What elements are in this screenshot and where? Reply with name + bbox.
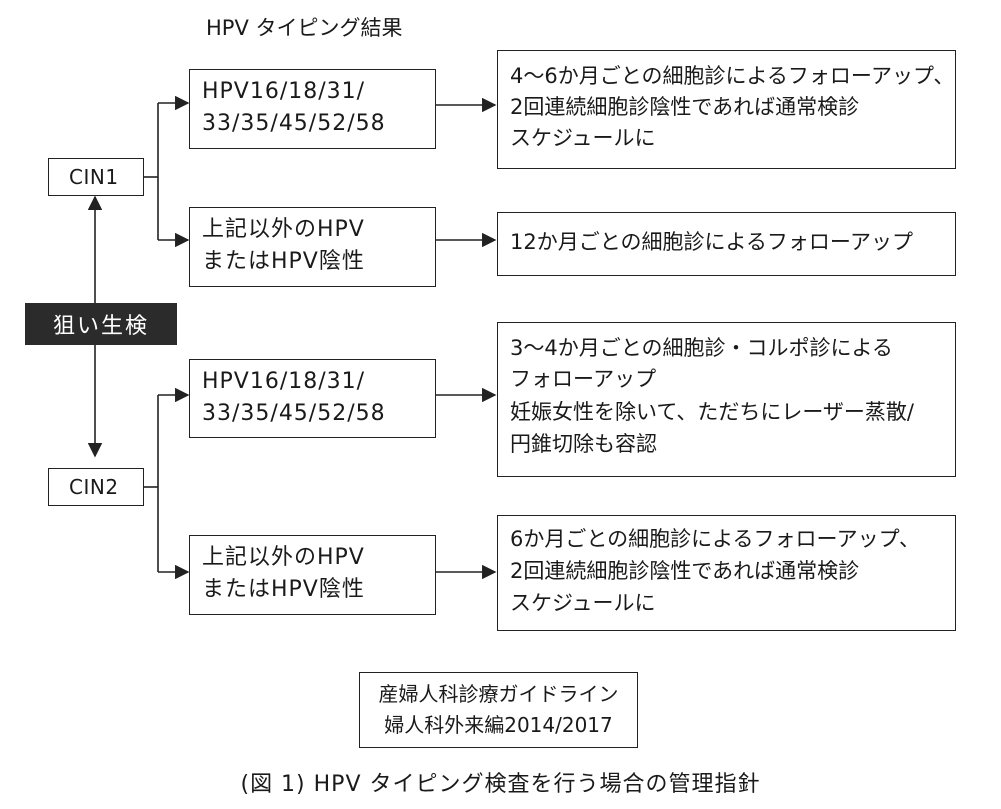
cin2-hpv-other-line1: 上記以外のHPV	[202, 545, 365, 570]
cin2-hpv-other-box: 上記以外のHPV またはHPV陰性	[189, 535, 436, 615]
cin1-hpv-other-line1: 上記以外のHPV	[202, 217, 365, 242]
cin2-hpv-high-risk-box: HPV16/18/31/ 33/35/45/52/58	[189, 359, 436, 438]
typing-result-header: HPV タイピング結果	[206, 16, 403, 40]
cin2-high-result-box: 3〜4か月ごとの細胞診・コルポ診による フォローアップ 妊娠女性を除いて、ただち…	[497, 322, 956, 477]
cin2-hpv-high-line2: 33/35/45/52/58	[202, 401, 386, 426]
cin1-hpv-high-line2: 33/35/45/52/58	[202, 111, 386, 136]
cin1-high-result-box: 4〜6か月ごとの細胞診によるフォローアップ、 2回連続細胞診陰性であれば通常検診…	[497, 50, 956, 169]
source-line1: 産婦人科診療ガイドライン	[378, 682, 619, 706]
biopsy-label: 狙い生検	[25, 303, 177, 345]
cin2-other-result-line2: 2回連続細胞診陰性であれば通常検診	[510, 559, 860, 583]
cin2-high-result-line3: 妊娠女性を除いて、ただちにレーザー蒸散/	[510, 400, 914, 424]
cin2-hpv-high-line1: HPV16/18/31/	[202, 369, 366, 394]
cin1-hpv-high-line1: HPV16/18/31/	[202, 79, 366, 104]
biopsy-text: 狙い生検	[52, 314, 149, 339]
cin2-high-result-line4: 円錐切除も容認	[510, 432, 657, 456]
cin2-label: CIN2	[69, 475, 119, 499]
cin1-hpv-other-line2: またはHPV陰性	[202, 249, 365, 274]
source-box: 産婦人科診療ガイドライン 婦人科外来編2014/2017	[359, 672, 638, 748]
cin2-hpv-other-line2: またはHPV陰性	[202, 577, 365, 602]
cin1-label: CIN1	[69, 165, 119, 189]
cin1-other-result-line1: 12か月ごとの細胞診によるフォローアップ	[510, 230, 914, 254]
cin2-other-result-line1: 6か月ごとの細胞診によるフォローアップ、	[510, 527, 921, 551]
cin2-other-result-box: 6か月ごとの細胞診によるフォローアップ、 2回連続細胞診陰性であれば通常検診 ス…	[497, 515, 956, 631]
cin1-node: CIN1	[48, 158, 144, 196]
cin1-high-result-line2: 2回連続細胞診陰性であれば通常検診	[510, 95, 860, 119]
source-line2: 婦人科外来編2014/2017	[384, 713, 613, 737]
cin2-node: CIN2	[48, 468, 144, 506]
cin1-hpv-high-risk-box: HPV16/18/31/ 33/35/45/52/58	[189, 69, 436, 149]
cin1-hpv-other-box: 上記以外のHPV またはHPV陰性	[189, 207, 436, 287]
cin2-high-result-line2: フォローアップ	[510, 367, 657, 391]
cin1-other-result-box: 12か月ごとの細胞診によるフォローアップ	[497, 212, 956, 276]
cin2-other-result-line3: スケジュールに	[510, 591, 656, 615]
figure-caption: (図 1) HPV タイピング検査を行う場合の管理指針	[240, 772, 761, 797]
cin2-high-result-line1: 3〜4か月ごとの細胞診・コルポ診による	[510, 336, 893, 360]
cin1-high-result-line3: スケジュールに	[510, 126, 656, 150]
cin1-high-result-line1: 4〜6か月ごとの細胞診によるフォローアップ、	[510, 64, 955, 88]
